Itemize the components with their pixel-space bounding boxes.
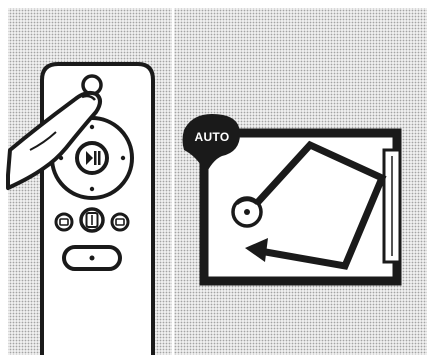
charging-dock	[382, 148, 402, 264]
frame-border	[0, 355, 433, 362]
frame-border	[427, 0, 433, 362]
function-button-right[interactable]	[110, 212, 130, 232]
function-button-center[interactable]	[79, 207, 105, 233]
hand-pointing	[6, 90, 102, 190]
robot-vacuum	[231, 196, 263, 228]
auto-badge-shape	[182, 114, 240, 178]
auto-badge-label: AUTO	[194, 130, 230, 144]
play-pause-icon	[86, 151, 101, 165]
dpad-up[interactable]	[89, 124, 95, 130]
dpad-down[interactable]	[89, 186, 95, 192]
frame-border	[0, 0, 8, 362]
frame-border	[0, 0, 433, 8]
panel-divider	[172, 8, 174, 355]
room-map	[199, 128, 402, 286]
function-button-left[interactable]	[54, 212, 74, 232]
home-button[interactable]	[62, 245, 122, 271]
path-arrowhead	[245, 238, 268, 262]
dpad-right[interactable]	[120, 155, 126, 161]
cleaning-path	[255, 140, 387, 270]
remote-control	[40, 62, 155, 355]
